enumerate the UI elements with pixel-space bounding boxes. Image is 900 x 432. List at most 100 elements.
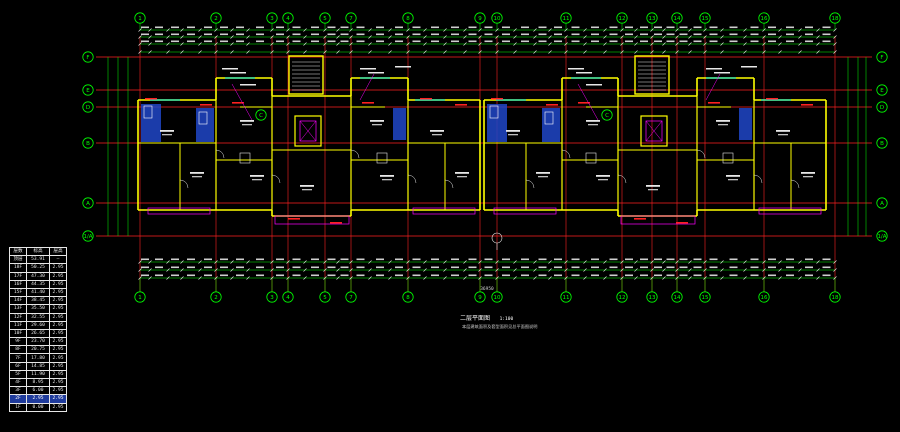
- axis-bubble-circle: [876, 84, 888, 96]
- dimension-tick: [548, 35, 552, 39]
- dimension-tick: [513, 50, 517, 54]
- room-area: [588, 124, 598, 126]
- axis-bubble: 5: [319, 12, 331, 24]
- axis-bubble: 16: [758, 291, 770, 303]
- dimension-tick: [198, 42, 202, 46]
- dimension-text: [729, 258, 738, 261]
- dimension-tick: [816, 42, 820, 46]
- axis-bubble-label: E: [880, 88, 884, 94]
- dimension-text: [236, 266, 244, 269]
- axis-bubble: 13: [646, 291, 658, 303]
- dimension-tick: [478, 276, 482, 280]
- axis-bubble-circle: [876, 137, 888, 149]
- dimension-tick: [798, 35, 802, 39]
- dimension-text: [187, 266, 195, 269]
- dimension-tick: [778, 260, 782, 264]
- dimension-text: [709, 40, 718, 43]
- dimension-text: [822, 258, 831, 261]
- dimension-tick: [495, 42, 499, 46]
- dimension-text: [340, 33, 349, 36]
- dimension-tick: [270, 42, 274, 46]
- dimension-tick: [778, 42, 782, 46]
- dimension-tick: [548, 28, 552, 32]
- dimension-tick: [548, 260, 552, 264]
- dimension-tick: [634, 50, 638, 54]
- dimension-text: [654, 26, 662, 29]
- dimension-tick: [443, 28, 447, 32]
- dimension-tick: [798, 28, 802, 32]
- dimension-text: [395, 33, 403, 36]
- dimension-text: [187, 33, 195, 36]
- axis-bubble-label: 14: [674, 295, 681, 301]
- axis-bubble-label: F: [880, 55, 883, 61]
- dimension-text: [412, 33, 421, 36]
- room-label: [190, 172, 204, 174]
- dimension-text: [340, 266, 349, 269]
- dimension-tick: [478, 42, 482, 46]
- dimension-text: [666, 266, 675, 269]
- dimension-tick: [270, 276, 274, 280]
- bathroom-fill: [393, 108, 406, 140]
- table-cell: 47.30: [26, 271, 50, 281]
- table-cell: 2.95: [49, 353, 67, 363]
- annotation: [200, 104, 212, 106]
- axis-bubble: 10: [491, 12, 503, 24]
- dimension-tick: [703, 42, 707, 46]
- annotation: [222, 68, 238, 70]
- dimension-text: [311, 26, 319, 29]
- dimension-tick: [463, 276, 467, 280]
- room-label: [370, 120, 384, 122]
- dimension-text: [451, 266, 459, 269]
- dimension-text: [340, 258, 349, 261]
- table-cell: 15F: [9, 287, 27, 298]
- dimension-tick: [778, 268, 782, 272]
- dimension-tick: [286, 50, 290, 54]
- annotation: [145, 98, 157, 100]
- dimension-tick: [833, 42, 837, 46]
- axis-bubble-label: 5: [323, 16, 327, 22]
- dimension-tick: [513, 260, 517, 264]
- fixture: [143, 105, 153, 119]
- dimension-text: [750, 274, 759, 277]
- dimension-tick: [423, 50, 427, 54]
- dimension-text: [340, 40, 349, 43]
- room-area: [648, 189, 658, 191]
- axis-bubble: 3: [266, 291, 278, 303]
- bathroom-fill: [542, 108, 560, 142]
- dimension-tick: [303, 276, 307, 280]
- dimension-tick: [303, 28, 307, 32]
- axis-bubble-label: 4: [286, 16, 290, 22]
- dimension-tick: [720, 35, 724, 39]
- dimension-tick: [816, 260, 820, 264]
- room-label: [776, 130, 790, 132]
- dimension-text: [155, 266, 163, 269]
- dimension-text: [693, 266, 702, 269]
- dimension-text: [220, 274, 228, 277]
- dimension-text: [451, 33, 459, 36]
- dimension-tick: [650, 28, 654, 32]
- dimension-text: [521, 26, 529, 29]
- room-area: [803, 176, 813, 178]
- table-cell: 2.95: [49, 369, 67, 380]
- dimension-tick: [214, 42, 218, 46]
- dimension-text: [538, 274, 547, 277]
- dimension-text: [292, 26, 301, 29]
- dimension-tick: [463, 268, 467, 272]
- dimension-tick: [336, 276, 340, 280]
- room-label: [646, 185, 660, 187]
- dimension-text: [786, 274, 794, 277]
- dimension-text: [171, 258, 179, 261]
- elevator-cross: [299, 120, 317, 142]
- table-cell: 11F: [9, 320, 27, 330]
- room-area: [538, 176, 548, 178]
- dimension-text: [141, 33, 149, 36]
- dimension-tick: [720, 50, 724, 54]
- dimension-text: [679, 258, 688, 261]
- dimension-text: [204, 274, 212, 277]
- dimension-text: [709, 26, 718, 29]
- annotation: [706, 68, 722, 70]
- dimension-text: [768, 26, 776, 29]
- room-label: [586, 120, 600, 122]
- leader-line: [577, 83, 599, 121]
